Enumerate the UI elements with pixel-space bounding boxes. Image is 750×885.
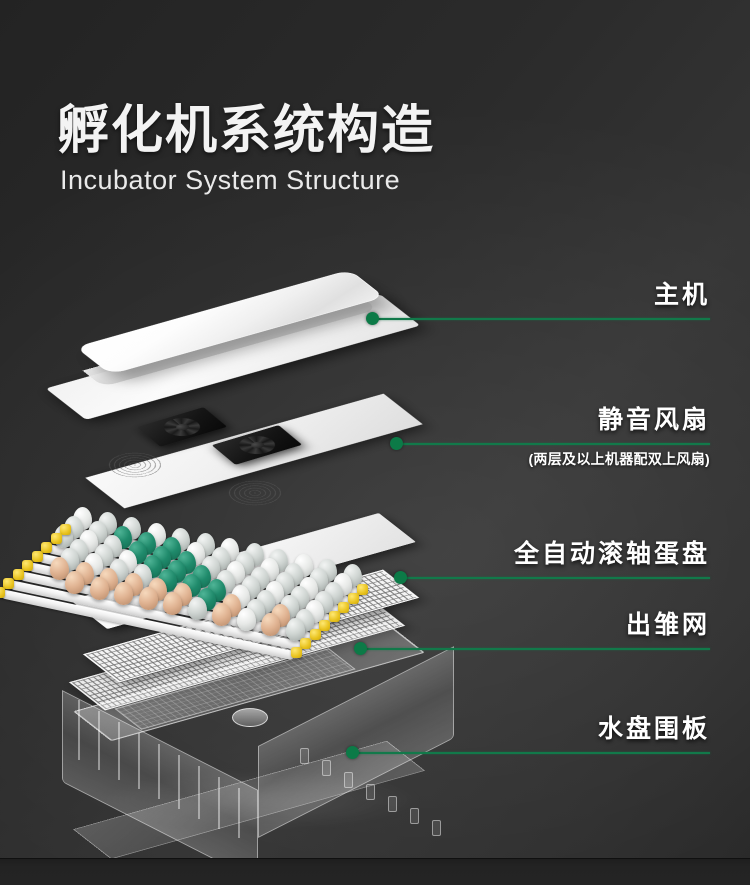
water-tray-rib — [98, 711, 100, 770]
callout-label-silent-fan: 静音风扇 — [597, 406, 710, 434]
leader-line-hatch-mesh — [360, 648, 710, 650]
water-tray-clip — [300, 748, 309, 764]
roller-end-cap — [328, 611, 340, 622]
roller-end-cap — [290, 647, 302, 658]
roller-end-cap — [22, 560, 33, 571]
egg — [138, 587, 158, 610]
roller-end-cap — [309, 629, 321, 640]
leader-dot-hatch-mesh — [354, 642, 367, 655]
egg — [212, 602, 231, 626]
roller-end-cap — [338, 602, 349, 613]
egg — [261, 613, 280, 636]
egg — [236, 607, 256, 631]
callout-label-main-unit: 主机 — [653, 281, 710, 309]
water-tray-clip — [410, 808, 419, 824]
leader-dot-egg-tray — [394, 571, 407, 584]
leader-line-egg-tray — [400, 577, 710, 579]
callout-main-unit: 主机 — [0, 276, 750, 318]
roller-end-cap — [347, 593, 359, 604]
page-title-en: Incubator System Structure — [60, 165, 401, 195]
egg — [50, 557, 69, 581]
roller-end-cap — [60, 524, 71, 535]
roller-end-cap — [319, 620, 330, 631]
roller-end-cap — [31, 551, 43, 562]
callout-hatch-mesh: 出雏网 — [0, 606, 750, 648]
water-tray-rib — [158, 744, 160, 800]
roller-end-cap — [357, 584, 368, 595]
egg — [89, 576, 109, 600]
water-tray-clip — [322, 760, 331, 776]
callout-egg-tray: 全自动滚轴蛋盘 — [0, 535, 750, 577]
water-tray-clip — [432, 820, 441, 836]
water-tray-rib — [138, 733, 140, 790]
egg — [187, 597, 207, 621]
water-tray-rib — [198, 766, 200, 819]
leader-dot-main-unit — [366, 312, 379, 325]
callout-silent-fan: 静音风扇 — [0, 401, 750, 443]
callout-water-tray: 水盘围板 — [0, 710, 750, 752]
water-tray-clip — [366, 784, 375, 800]
callout-label-hatch-mesh: 出雏网 — [625, 611, 710, 639]
floor-glow — [95, 770, 425, 830]
product-layer-egg-tray — [0, 495, 455, 661]
water-tray-rib — [238, 788, 240, 839]
leader-dot-silent-fan — [390, 437, 403, 450]
water-tray-clip — [344, 772, 353, 788]
water-tray-rib — [118, 722, 120, 780]
leader-line-water-tray — [352, 752, 710, 754]
water-tray-clip — [388, 796, 397, 812]
leader-line-silent-fan — [396, 443, 710, 445]
roller-end-cap — [41, 542, 52, 553]
callout-sublabel-silent-fan: (两层及以上机器配双上风扇) — [528, 451, 710, 467]
water-tray-rib — [218, 777, 220, 829]
water-tray-rib — [178, 755, 180, 809]
leader-line-main-unit — [372, 318, 710, 320]
egg — [65, 571, 84, 595]
water-tray-rib — [78, 700, 80, 760]
egg — [114, 581, 133, 605]
page-title-cn: 孵化机系统构造 — [57, 102, 436, 160]
roller-end-cap — [12, 569, 24, 580]
roller-end-cap — [0, 587, 5, 598]
egg — [163, 592, 182, 616]
leader-dot-water-tray — [346, 746, 359, 759]
water-tray-fill-port — [232, 708, 268, 727]
roller-end-cap — [300, 638, 311, 649]
egg — [285, 618, 305, 642]
callout-label-water-tray: 水盘围板 — [597, 715, 710, 743]
callout-label-egg-tray: 全自动滚轴蛋盘 — [513, 540, 710, 568]
roller-end-cap — [3, 578, 14, 589]
bottom-band — [0, 858, 750, 885]
roller-end-cap — [50, 533, 62, 544]
